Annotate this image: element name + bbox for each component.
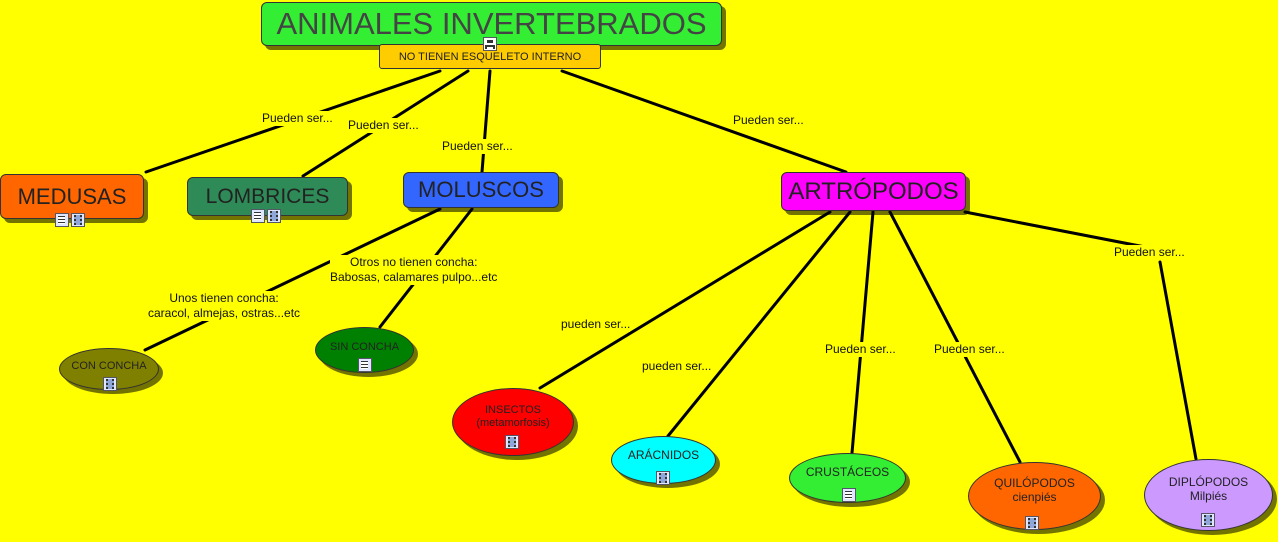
film-icon[interactable] — [1025, 516, 1039, 530]
node-con-concha-label: CON CONCHA — [71, 359, 147, 372]
sin-concha-line2: Babosas, calamares pulpo...etc — [330, 270, 498, 284]
line-artropodos-quilopodos — [888, 210, 1022, 464]
insectos-icons — [505, 435, 519, 449]
link-label-diplopodos: Pueden ser... — [1114, 245, 1185, 260]
sin-concha-line1: Otros no tienen concha: — [350, 255, 478, 269]
node-artropodos[interactable]: ARTRÓPODOS — [781, 172, 966, 211]
con-concha-line1: Unos tienen concha: — [169, 291, 279, 305]
link-label-quilopodos: Pueden ser... — [934, 342, 1005, 357]
node-artropodos-label: ARTRÓPODOS — [788, 177, 959, 205]
node-insectos-label: INSECTOS — [484, 404, 542, 417]
line-artropodos-diplopodos — [963, 210, 1152, 250]
node-diplopodos-label: DIPLÓPODOS — [1168, 475, 1249, 490]
document-icon[interactable] — [251, 209, 265, 223]
link-label-medusas: Pueden ser... — [262, 111, 333, 126]
link-label-aracnidos: pueden ser... — [642, 359, 712, 374]
title-text: ANIMALES INVERTEBRADOS — [276, 6, 707, 41]
medusas-icons — [55, 213, 85, 227]
link-label-lombrices: Pueden ser... — [348, 118, 419, 133]
node-quilopodos-sublabel: cienpiés — [1012, 490, 1057, 504]
link-label-insectos: pueden ser... — [561, 317, 631, 332]
film-icon[interactable] — [505, 435, 519, 449]
node-lombrices-label: LOMBRICES — [205, 184, 330, 208]
node-diplopodos-sublabel: Milpiés — [1189, 489, 1228, 503]
document-icon[interactable] — [842, 488, 856, 502]
line-title-moluscos — [480, 69, 492, 174]
link-label-crustaceos: Pueden ser... — [825, 342, 896, 357]
link-label-moluscos: Pueden ser... — [442, 139, 513, 154]
document-icon[interactable] — [55, 213, 69, 227]
film-icon[interactable] — [103, 377, 117, 391]
document-icon[interactable] — [358, 358, 372, 372]
node-moluscos[interactable]: MOLUSCOS — [403, 172, 559, 208]
lombrices-icons — [251, 209, 281, 223]
node-medusas-label: MEDUSAS — [17, 183, 127, 209]
film-icon[interactable] — [267, 209, 281, 223]
diplopodos-icons — [1201, 513, 1215, 527]
link-label-sin-concha: Otros no tienen concha: Babosas, calamar… — [330, 255, 498, 285]
aracnidos-icons — [656, 471, 670, 485]
line-moluscos-conconcha — [143, 207, 442, 352]
line-artropodos-diplopodos-2 — [1158, 260, 1198, 461]
link-label-artropodos: Pueden ser... — [733, 113, 804, 128]
node-con-concha[interactable]: CON CONCHA — [59, 348, 159, 390]
line-artropodos-crustaceos — [850, 210, 875, 455]
line-artropodos-aracnidos — [666, 210, 852, 438]
subtitle-text: NO TIENEN ESQUELETO INTERNO — [398, 50, 582, 63]
node-crustaceos-label: CRUSTÁCEOS — [805, 465, 890, 480]
sin-concha-icons — [358, 358, 372, 372]
quilopodos-icons — [1025, 516, 1039, 530]
link-label-con-concha: Unos tienen concha: caracol, almejas, os… — [148, 291, 301, 321]
subtitle-node[interactable]: NO TIENEN ESQUELETO INTERNO — [379, 44, 601, 69]
con-concha-icons — [103, 377, 117, 391]
line-title-artropodos — [560, 69, 848, 174]
con-concha-line2: caracol, almejas, ostras...etc — [148, 306, 301, 320]
film-icon[interactable] — [1201, 513, 1215, 527]
node-aracnidos-label: ARÁCNIDOS — [627, 448, 700, 463]
line-artropodos-insectos — [538, 210, 832, 390]
film-icon[interactable] — [656, 471, 670, 485]
tree-icon[interactable] — [483, 37, 497, 51]
title-icons — [483, 37, 497, 51]
crustaceos-icons — [842, 488, 856, 502]
node-medusas[interactable]: MEDUSAS — [0, 174, 144, 219]
node-moluscos-label: MOLUSCOS — [418, 177, 544, 202]
film-icon[interactable] — [71, 213, 85, 227]
node-insectos-sublabel: (metamorfosis) — [476, 417, 550, 429]
node-quilopodos-label: QUILÓPODOS — [994, 476, 1075, 491]
node-sin-concha-label: SIN CONCHA — [329, 340, 400, 353]
